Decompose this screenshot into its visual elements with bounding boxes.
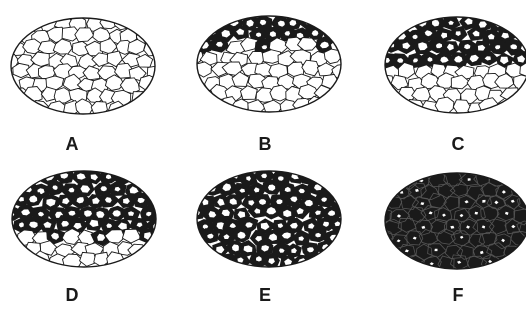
panel-label-c: C bbox=[452, 134, 465, 154]
thin-walled-cell bbox=[113, 15, 132, 30]
cell-lumen bbox=[208, 186, 216, 192]
thin-walled-cell bbox=[62, 229, 79, 245]
panel-label-e: E bbox=[259, 285, 271, 305]
thin-walled-cell bbox=[302, 60, 320, 76]
cell-lumen bbox=[330, 188, 336, 193]
cell-panel-a bbox=[1, 15, 165, 116]
thin-walled-cell bbox=[80, 252, 97, 266]
cell-lumen bbox=[435, 249, 438, 251]
cell-panel-e bbox=[187, 168, 347, 270]
cell-panel-f bbox=[375, 170, 526, 271]
thin-walled-cell bbox=[75, 28, 94, 42]
thin-walled-cell bbox=[100, 15, 118, 29]
cell-lumen bbox=[482, 200, 485, 203]
panel-label-d: D bbox=[66, 285, 79, 305]
panel-label-f: F bbox=[453, 285, 464, 305]
cell-panel-c bbox=[377, 14, 526, 117]
panel-label-a: A bbox=[66, 134, 79, 154]
thin-walled-cell bbox=[139, 75, 158, 90]
thin-walled-cell bbox=[132, 92, 147, 106]
panel-label-b: B bbox=[259, 134, 272, 154]
cell-panel-b bbox=[187, 15, 351, 115]
cell-panel-d bbox=[2, 168, 165, 269]
thick-walled-cell bbox=[294, 255, 311, 270]
